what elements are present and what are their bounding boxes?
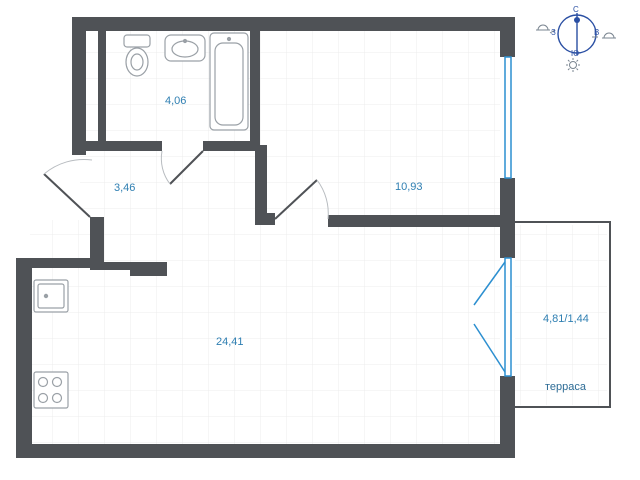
bedroom-door-swing — [316, 179, 329, 220]
terrace-area-label: 4,81/1,44 — [543, 313, 589, 325]
bathroom-area-label: 4,06 — [165, 95, 187, 107]
toilet-icon — [123, 34, 151, 77]
walls — [16, 17, 515, 458]
bath-bottom-wall-right — [203, 141, 255, 151]
bedroom-door-leaf — [274, 179, 318, 220]
bedroom-bottom-wall-right — [328, 215, 515, 227]
bath-bottom-wall-left — [86, 141, 162, 151]
living-left-wall — [16, 258, 32, 458]
bath-inner-wall — [98, 31, 106, 141]
compass-east-label: В — [594, 28, 600, 37]
entrance-door-leaf — [43, 173, 91, 218]
sunset-icon — [602, 32, 616, 39]
terrace-outline — [515, 221, 611, 408]
right-wall-mid — [500, 178, 515, 258]
entrance-door-swing — [43, 158, 93, 175]
kitchen-sink-icon — [33, 279, 69, 313]
bedroom-left-wall — [255, 145, 267, 223]
doors — [43, 150, 506, 373]
bath-bedroom-wall — [250, 31, 260, 151]
floor-grid — [30, 30, 607, 445]
living-area-label: 24,41 — [216, 336, 244, 348]
living-left-top — [16, 258, 104, 268]
kitchen-fixtures — [33, 279, 69, 409]
kitchen-partition — [130, 262, 167, 276]
left-upper-wall — [72, 17, 86, 155]
terrace-door-leaf-bottom — [473, 323, 506, 373]
bedroom-area-label: 10,93 — [395, 181, 423, 193]
bedroom-bottom-wall-left — [255, 213, 275, 225]
hall-partition — [90, 217, 104, 269]
compass-south-label: Ю — [571, 49, 580, 58]
sunrise-icon — [536, 24, 550, 31]
stove-icon — [33, 371, 69, 409]
right-wall-top — [500, 17, 515, 57]
bathtub-icon — [209, 32, 249, 131]
windows — [504, 56, 512, 377]
bathroom-fixtures — [123, 32, 249, 131]
right-wall-lower — [500, 376, 515, 458]
compass-north-label: С — [573, 5, 579, 14]
terrace-name-label: терраса — [545, 381, 587, 393]
terrace-door-leaf-top — [473, 261, 506, 306]
bath-door-swing — [160, 150, 171, 185]
hall-area-label: 3,46 — [114, 182, 136, 194]
compass-icon — [549, 13, 598, 55]
bottom-wall — [16, 444, 515, 458]
sun-icon — [566, 58, 580, 72]
terrace-window — [504, 257, 512, 377]
bath-door-leaf — [169, 150, 204, 185]
hall-partition-foot — [90, 262, 130, 270]
top-wall — [72, 17, 515, 31]
sink-icon — [164, 34, 206, 62]
compass-west-label: З — [551, 28, 556, 37]
bedroom-window — [504, 56, 512, 179]
